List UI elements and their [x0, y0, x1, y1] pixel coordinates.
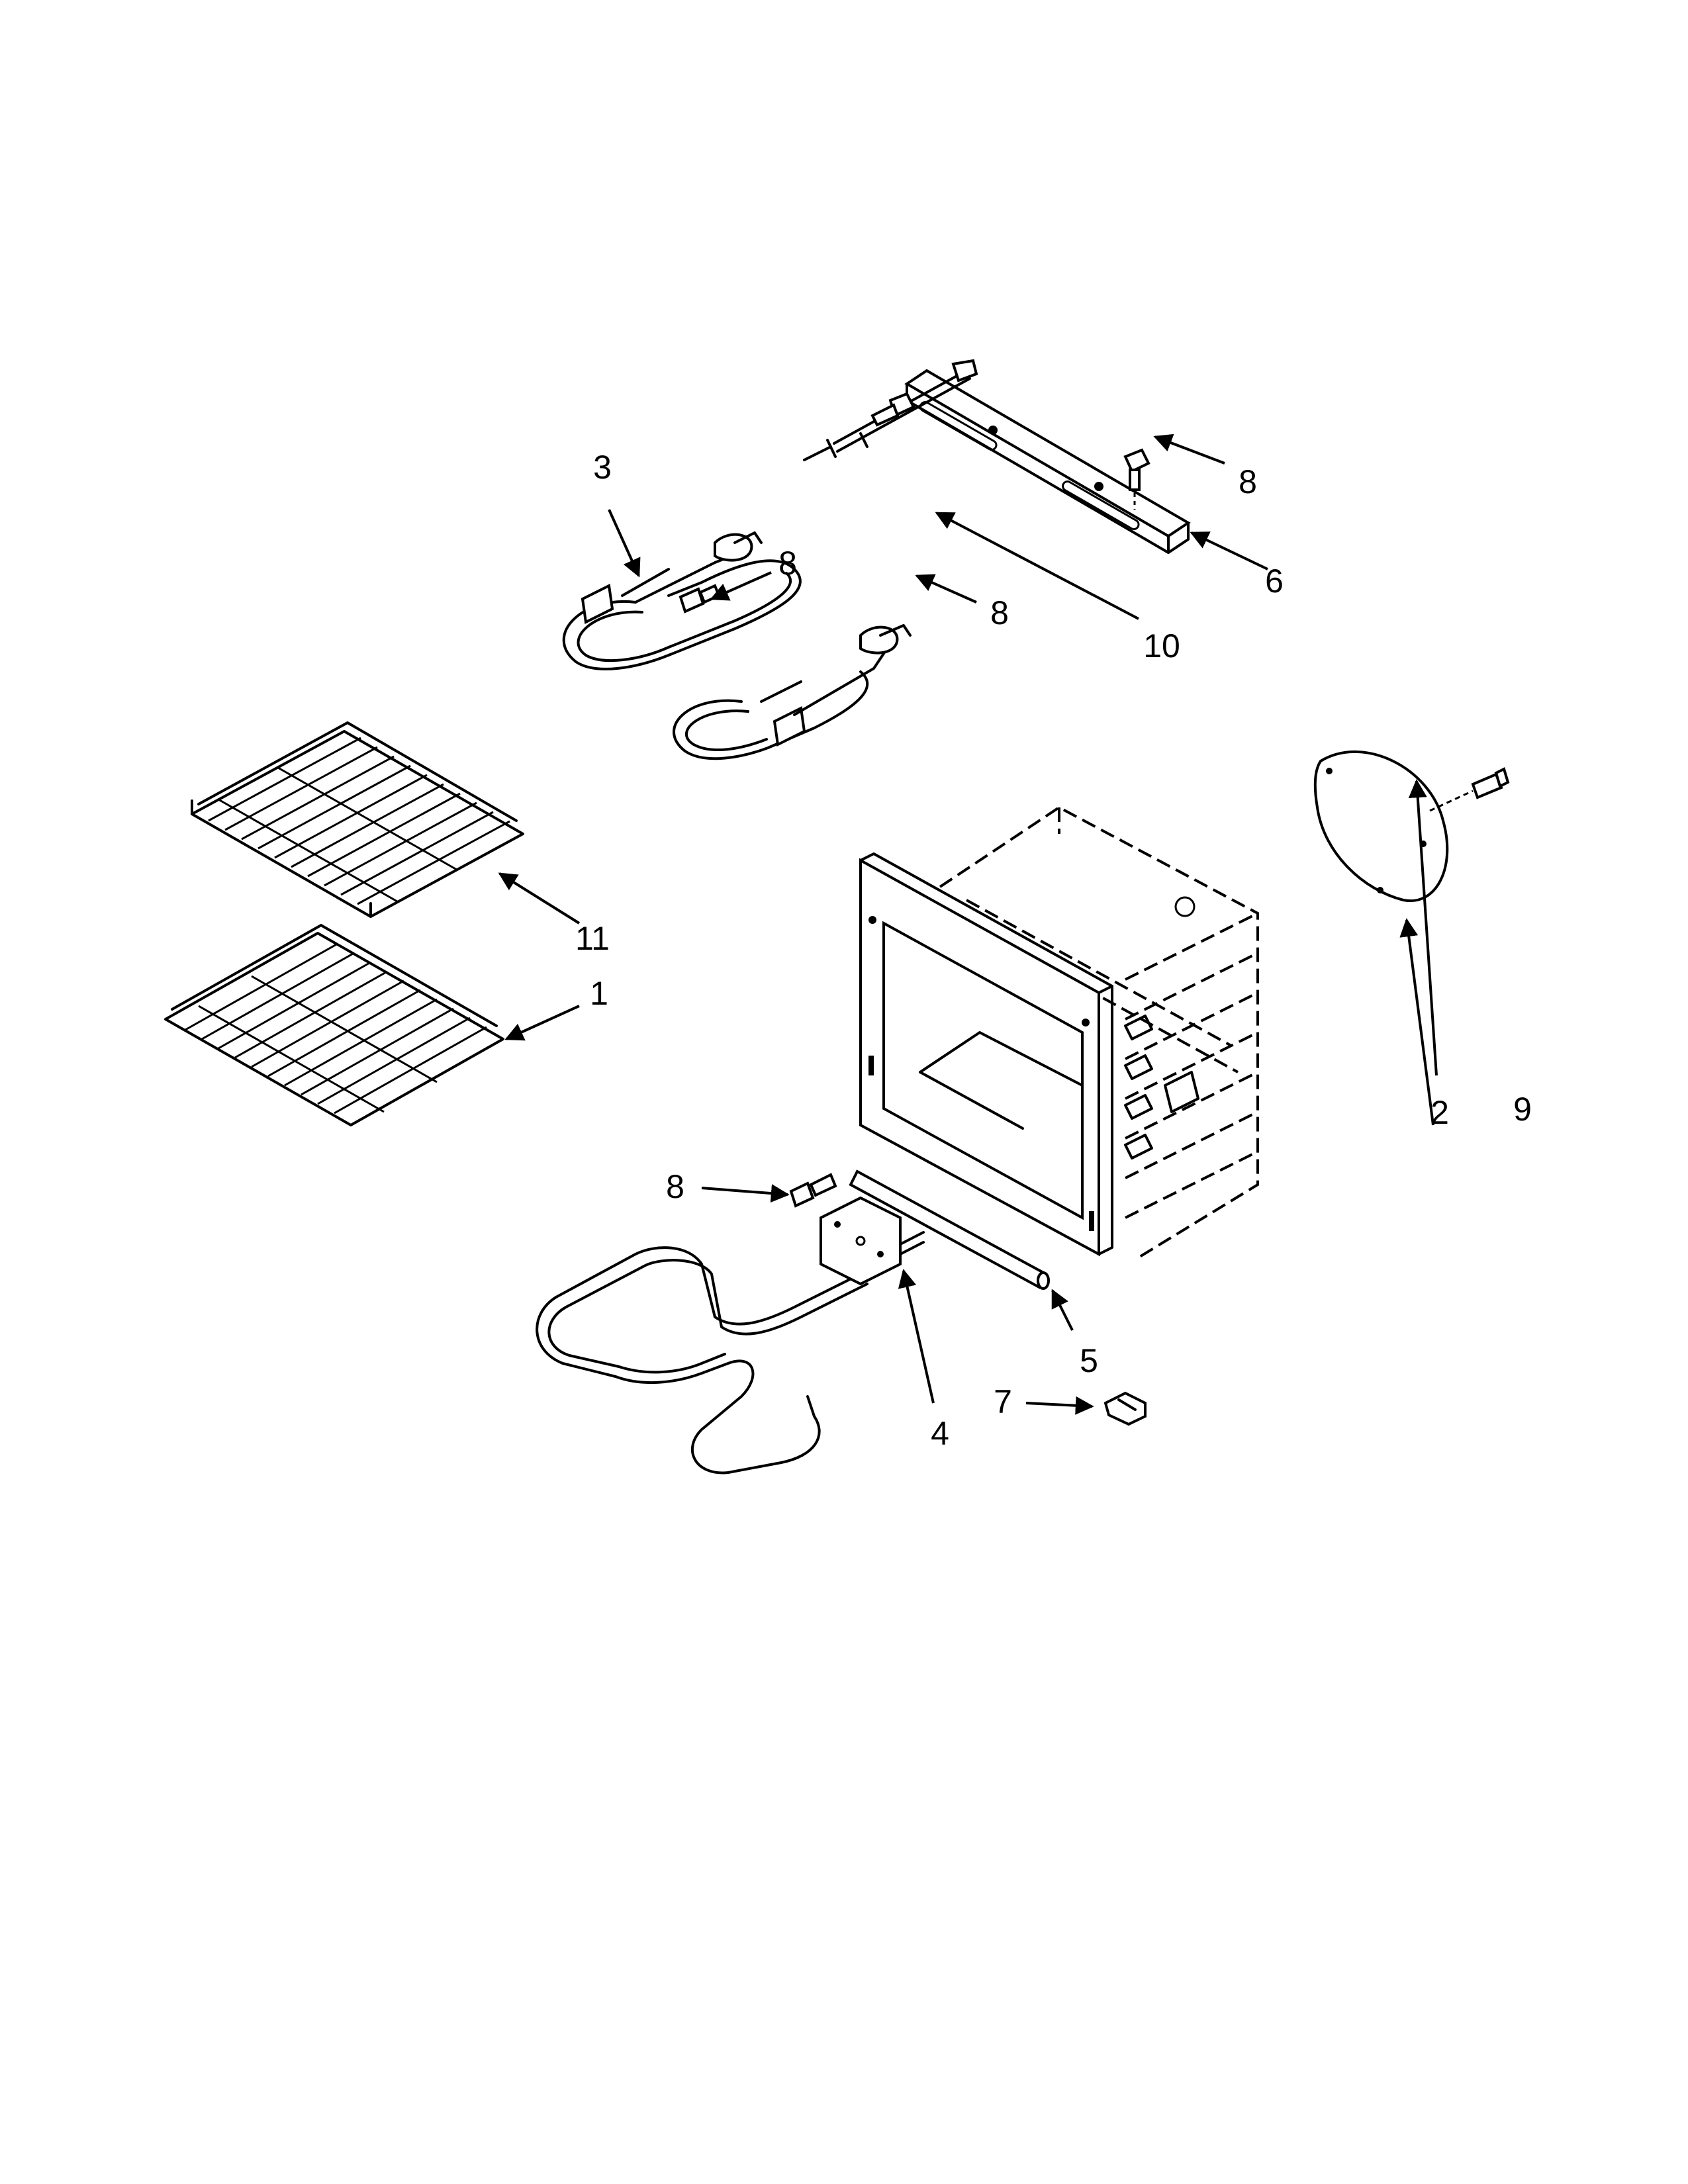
bake-element-part: [536, 1196, 925, 1475]
screw-part: [870, 392, 915, 427]
callout-10: 10: [1143, 627, 1180, 664]
broil-element-part: [562, 531, 912, 760]
callout-11: 11: [575, 920, 610, 957]
callout-7: 7: [994, 1383, 1012, 1420]
callout-6: 6: [1265, 563, 1284, 600]
tube-part: [849, 1169, 1050, 1290]
callout-8: 8: [1239, 463, 1257, 500]
screw-part: [789, 1173, 837, 1208]
back-panel-part: [1313, 750, 1449, 903]
bracket-part: [904, 369, 1191, 554]
oven-rack-part: [191, 721, 524, 918]
callout-9: 9: [1513, 1091, 1532, 1128]
callout-1: 1: [590, 975, 608, 1012]
callout-4: 4: [931, 1415, 949, 1452]
callout-3: 3: [593, 449, 612, 486]
oven-cavity-part: [859, 805, 1259, 1259]
oven-rack-part: [164, 924, 504, 1126]
callout-8: 8: [778, 545, 797, 582]
leader-lines: [498, 433, 1438, 1415]
callout-2: 2: [1430, 1094, 1449, 1131]
screw-part: [1123, 448, 1150, 510]
screw-part: [1429, 767, 1510, 812]
callout-labels: 3 8 8 8 6 10 11 1 2 9 8 5 4 7: [575, 449, 1532, 1452]
clip-part: [1103, 1391, 1147, 1426]
callout-8: 8: [666, 1168, 684, 1205]
callout-8: 8: [990, 594, 1009, 631]
callout-5: 5: [1080, 1342, 1098, 1379]
